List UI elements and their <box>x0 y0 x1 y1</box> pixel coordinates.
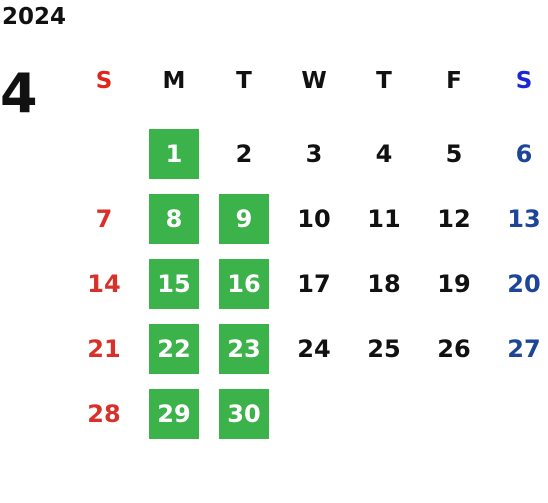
day-number: 12 <box>437 204 471 233</box>
day-cell: 17 <box>279 251 349 316</box>
day-cell <box>349 381 419 446</box>
day-cell: 22 <box>139 316 209 381</box>
day-cell <box>489 381 548 446</box>
day-cell <box>279 381 349 446</box>
calendar-grid: S M T W T F S 1 2 3 4 5 6 7 8 9 10 11 12… <box>69 56 548 446</box>
day-cell: 1 <box>139 121 209 186</box>
day-number: 24 <box>297 334 331 363</box>
day-number: 15 <box>149 258 199 309</box>
day-cell: 25 <box>349 316 419 381</box>
day-number: 14 <box>87 269 121 298</box>
day-cell: 21 <box>69 316 139 381</box>
weekday-header-sunday: S <box>95 68 113 94</box>
day-number: 10 <box>297 204 331 233</box>
day-number <box>499 389 548 439</box>
day-number: 21 <box>87 334 121 363</box>
day-cell: 19 <box>419 251 489 316</box>
weekday-header-friday: F <box>446 68 462 94</box>
weekday-header-wednesday: W <box>301 68 327 94</box>
weekday-header-tuesday: T <box>236 68 252 94</box>
day-cell: 24 <box>279 316 349 381</box>
day-cell: 16 <box>209 251 279 316</box>
day-number: 3 <box>305 139 323 168</box>
day-cell: 26 <box>419 316 489 381</box>
day-number: 25 <box>367 334 401 363</box>
day-cell: 29 <box>139 381 209 446</box>
day-number <box>79 129 129 179</box>
calendar-month: 4 <box>0 62 38 125</box>
day-cell: 10 <box>279 186 349 251</box>
day-cell: 13 <box>489 186 548 251</box>
day-cell: 23 <box>209 316 279 381</box>
day-number: 27 <box>507 334 541 363</box>
day-number: 5 <box>445 139 463 168</box>
day-cell: 27 <box>489 316 548 381</box>
day-number: 4 <box>375 139 393 168</box>
day-number: 9 <box>219 193 269 244</box>
day-cell: 6 <box>489 121 548 186</box>
day-number: 18 <box>367 269 401 298</box>
weekday-header-saturday: S <box>515 68 533 94</box>
day-number: 29 <box>149 388 199 439</box>
day-cell: 14 <box>69 251 139 316</box>
day-cell: 9 <box>209 186 279 251</box>
day-number: 8 <box>149 193 199 244</box>
day-cell: 3 <box>279 121 349 186</box>
day-cell: 18 <box>349 251 419 316</box>
calendar-year: 2024 <box>2 4 67 30</box>
day-number: 7 <box>95 204 113 233</box>
day-cell: 8 <box>139 186 209 251</box>
day-number: 6 <box>515 139 533 168</box>
day-cell <box>419 381 489 446</box>
day-number: 19 <box>437 269 471 298</box>
day-number: 28 <box>87 399 121 428</box>
weekday-header-thursday: T <box>376 68 392 94</box>
day-number: 30 <box>219 388 269 439</box>
day-cell: 7 <box>69 186 139 251</box>
day-number <box>429 389 479 439</box>
day-number: 1 <box>149 128 199 179</box>
day-cell: 15 <box>139 251 209 316</box>
day-cell: 12 <box>419 186 489 251</box>
day-number: 20 <box>507 269 541 298</box>
day-number <box>359 389 409 439</box>
day-number: 16 <box>219 258 269 309</box>
day-number: 17 <box>297 269 331 298</box>
day-number: 22 <box>149 323 199 374</box>
day-number: 2 <box>235 139 253 168</box>
day-cell <box>69 121 139 186</box>
day-number: 23 <box>219 323 269 374</box>
day-cell: 28 <box>69 381 139 446</box>
day-number: 13 <box>507 204 541 233</box>
day-number: 26 <box>437 334 471 363</box>
day-cell: 20 <box>489 251 548 316</box>
day-cell: 2 <box>209 121 279 186</box>
day-cell: 11 <box>349 186 419 251</box>
day-number: 11 <box>367 204 401 233</box>
day-number <box>289 389 339 439</box>
weekday-header-monday: M <box>162 68 186 94</box>
day-cell: 4 <box>349 121 419 186</box>
day-cell: 30 <box>209 381 279 446</box>
day-cell: 5 <box>419 121 489 186</box>
